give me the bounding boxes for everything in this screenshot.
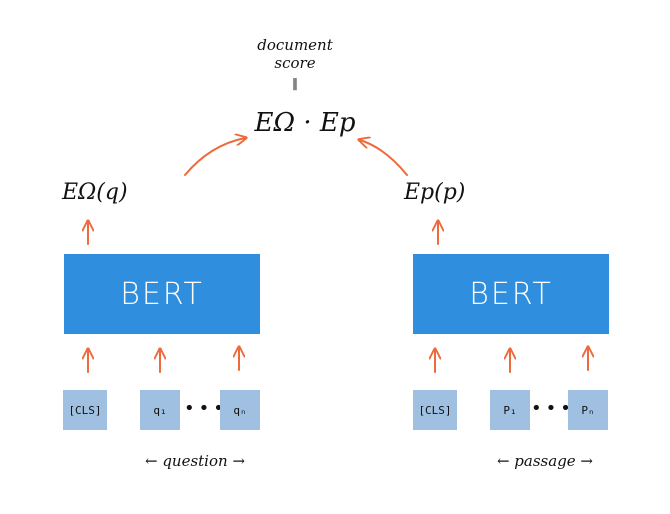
passage-token-cls: [CLS] [413, 390, 457, 430]
question-to-score-arrow [184, 138, 245, 176]
question-token-cls: [CLS] [63, 390, 107, 430]
passage-embedding-label: Ep(p) [404, 180, 466, 205]
question-token-q1: q₁ [140, 390, 180, 430]
score-formula: EΩ · Ep [254, 108, 356, 138]
passage-token-p1: P₁ [490, 390, 530, 430]
score-label-equals: ‖ [292, 76, 298, 90]
passage-bert-encoder: BERT [413, 254, 609, 334]
question-bert-encoder: BERT [64, 254, 260, 334]
score-label-document: document [257, 36, 333, 54]
passage-to-score-arrow [360, 140, 408, 176]
question-token-qn: qₙ [220, 390, 260, 430]
passage-token-pn: Pₙ [568, 390, 608, 430]
question-caption: ← question → [144, 452, 246, 470]
question-embedding-label: EΩ(q) [62, 180, 128, 205]
score-label-score: score [274, 54, 316, 72]
passage-caption: ← passage → [496, 452, 594, 470]
question-token-ellipsis: ••• [184, 398, 228, 419]
passage-token-ellipsis: ••• [531, 398, 575, 419]
